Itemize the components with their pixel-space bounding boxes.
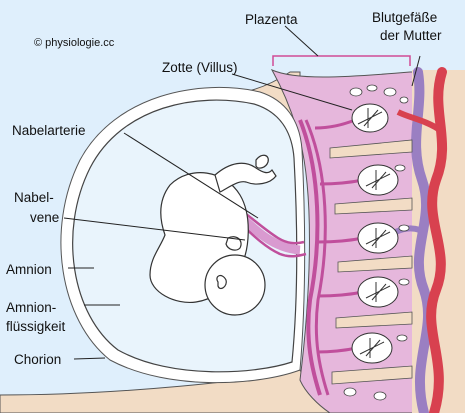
chorionic-vessels-2 [304,119,330,396]
villus [317,222,399,254]
copyright-text: © physiologie.cc [34,37,115,49]
fetus-leg [214,162,277,193]
fetus-ear [216,274,227,290]
chorionic-vessels [298,119,322,396]
fetus [149,154,277,316]
label-plazenta: Plazenta [245,12,298,27]
label-nabelvene-line2: vene [30,210,59,225]
label-amnionfluessigkeit-line1: Amnion- [6,300,56,315]
fetus-foot [255,154,269,169]
maternal-vein [411,67,433,413]
villus [316,332,393,364]
label-nabelvene-line1: Nabel- [14,190,54,205]
fetus-arm [225,236,242,251]
villus [314,103,389,133]
label-blutgefaesse-line1: Blutgefäße [372,10,437,25]
label-zotte: Zotte (Villus) [162,60,238,75]
leader-lines [63,25,421,360]
label-amnion: Amnion [6,262,52,277]
villus [319,164,399,196]
label-chorion: Chorion [14,352,61,367]
maternal-artery-branch [396,109,442,133]
placenta-septa [329,139,413,385]
villi-fragments [343,84,410,401]
villi [314,103,399,364]
label-blutgefaesse-line2: der Mutter [380,28,442,43]
villus [317,276,399,308]
plazenta-bracket [272,55,411,66]
fetus-head [204,254,266,316]
label-amnionfluessigkeit-line2: flüssigkeit [6,319,66,334]
label-nabelarterie: Nabelarterie [12,123,86,138]
